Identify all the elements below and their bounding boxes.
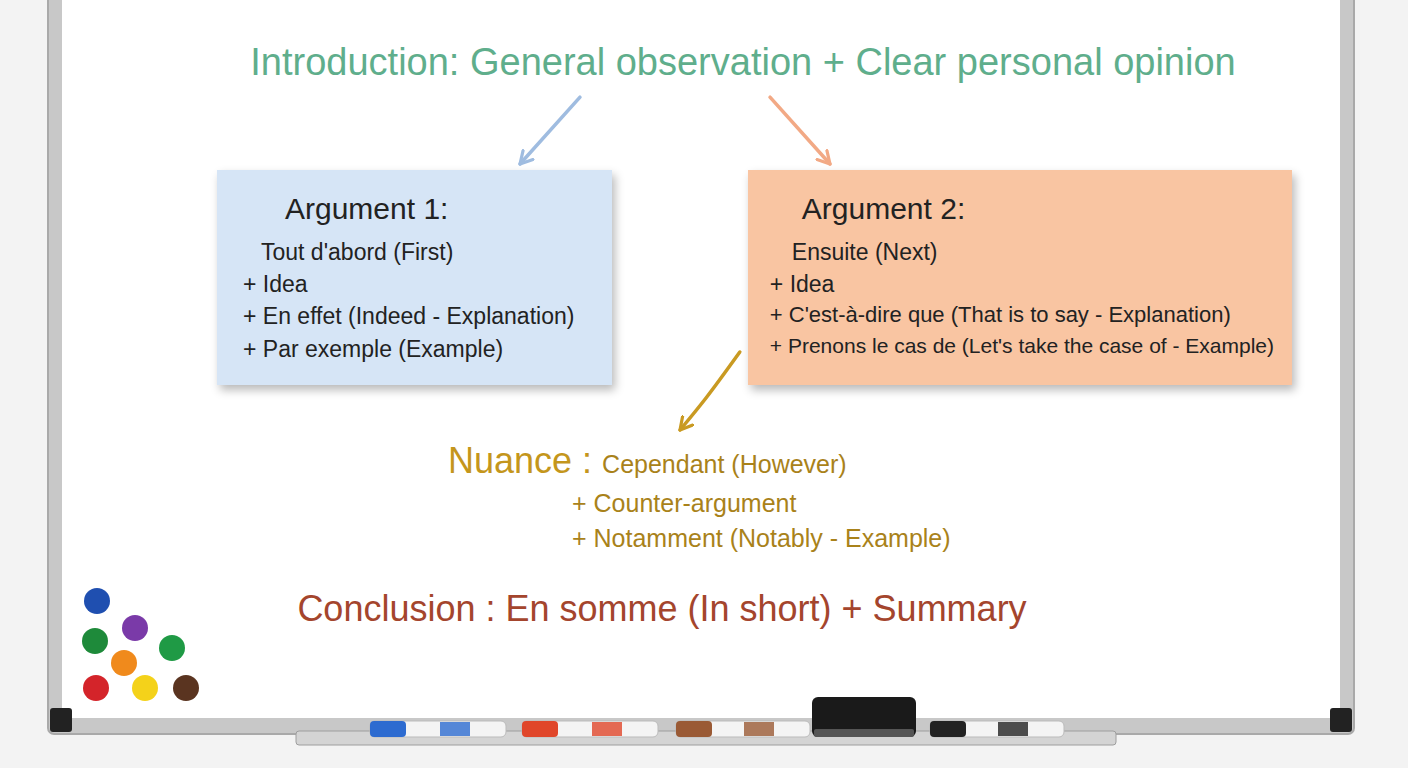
node-line: + Notamment (Notably - Example) (572, 521, 951, 556)
node-line: Cependant (However) (602, 447, 847, 482)
connector-arrow (770, 97, 830, 164)
node-line: + En effet (Indeed - Explanation) (243, 300, 582, 332)
node-line: + C'est-à-dire que (That is to say - Exp… (770, 300, 1274, 331)
nuance-block: Nuance : Cependant (However) + Counter-arg… (448, 436, 951, 556)
intro-heading: Introduction: General observation + Clea… (250, 36, 1235, 89)
board-surface (62, 0, 1340, 718)
argument-note: Argument 1: Tout d'abord (First)+ Idea+ E… (217, 170, 612, 385)
node-line: Tout d'abord (First) (261, 236, 582, 268)
magnets (82, 588, 199, 701)
frame-corner (1330, 708, 1352, 732)
node-line: Ensuite (Next) (792, 236, 1274, 268)
frame-corner (50, 708, 72, 732)
connector-arrow (520, 97, 580, 164)
node-line: + Idea (770, 268, 1274, 300)
node-heading: Introduction: General observation + Clea… (250, 36, 1235, 89)
marker-black (930, 721, 1064, 737)
node-heading: Argument 2: (802, 188, 1274, 230)
marker-blue (370, 721, 506, 737)
connector-arrow (680, 352, 740, 430)
marker-brown (676, 721, 810, 737)
node-line: + Prenons le cas de (Let's take the case… (770, 331, 1274, 360)
node-line: + Par exemple (Example) (243, 333, 582, 365)
node-heading: Argument 1: (285, 188, 582, 230)
conclusion-line: Conclusion : En somme (In short) + Summa… (297, 588, 1026, 630)
node-heading: Nuance : (448, 436, 592, 486)
board-frame (48, 0, 1354, 734)
argument-note: Argument 2: Ensuite (Next)+ Idea+ C'est-à… (748, 170, 1292, 385)
eraser (812, 697, 916, 737)
node-line: + Counter-argument (572, 486, 951, 521)
marker-red (522, 721, 658, 737)
node-line: + Idea (243, 268, 582, 300)
